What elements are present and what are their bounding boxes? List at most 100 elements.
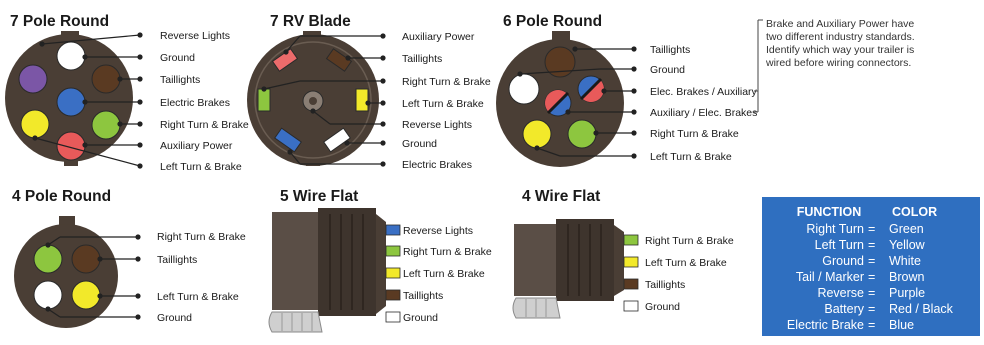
legend-color-6: Red / Black — [889, 302, 954, 316]
legend-function-6: Battery — [824, 302, 864, 316]
legend-equals-7: = — [868, 318, 875, 332]
five-flat-label-ground: Ground — [403, 312, 438, 324]
legend-color-5: Purple — [889, 286, 925, 300]
five-flat-housing-tip — [376, 214, 386, 314]
seven-pole-label-auxiliary: Auxiliary Power — [160, 140, 233, 152]
five-flat-title: 5 Wire Flat — [280, 188, 358, 205]
six-pole-label-taillights: Taillights — [650, 44, 690, 56]
five-flat-pin-reverse — [385, 224, 401, 236]
five-flat-label-left-turn: Left Turn & Brake — [403, 268, 485, 280]
seven-pole-title: 7 Pole Round — [10, 13, 109, 30]
legend-equals-3: = — [868, 254, 875, 268]
legend-function-header: FUNCTION — [797, 205, 862, 219]
four-flat-housing-tip — [614, 225, 624, 296]
four-pole-label-right-turn: Right Turn & Brake — [157, 231, 246, 243]
seven-pole-label-reverse: Reverse Lights — [160, 30, 230, 42]
four-flat-pin-taillights — [623, 278, 639, 290]
four-flat-pin-ground — [623, 300, 639, 312]
rv-blade-right-turn — [257, 88, 271, 112]
note-line-2: two different industry standards. — [766, 31, 915, 43]
legend-equals-5: = — [868, 286, 875, 300]
six-pole-pin-brakes-aux-left — [544, 89, 572, 117]
note-line-4: wired before wiring connectors. — [765, 57, 911, 69]
six-pole-label-right-turn: Right Turn & Brake — [650, 128, 739, 140]
rv-blade-title: 7 RV Blade — [270, 13, 351, 30]
six-pole-label-ground: Ground — [650, 64, 685, 76]
seven-rv-blade: 7 RV Blade Auxiliary Power Taillights Ri… — [247, 13, 491, 171]
five-flat-strain-relief — [268, 311, 323, 333]
legend-color-2: Yellow — [889, 238, 926, 252]
six-pole-key — [552, 31, 570, 41]
six-pole-pin-taillights — [544, 46, 576, 78]
legend-color-4: Brown — [889, 270, 924, 284]
legend-panel — [762, 197, 980, 336]
six-pole-label-left-turn: Left Turn & Brake — [650, 151, 732, 163]
seven-pole-pin-auxiliary — [56, 131, 86, 161]
rv-blade-label-right-turn: Right Turn & Brake — [402, 76, 491, 88]
seven-pole-pin-electric-brakes — [56, 87, 86, 117]
rv-blade-label-taillights: Taillights — [402, 53, 442, 65]
four-pole-title: 4 Pole Round — [12, 188, 111, 205]
five-flat-housing-left — [272, 212, 318, 310]
five-flat-housing-body — [318, 208, 376, 316]
four-flat-label-right-turn: Right Turn & Brake — [645, 235, 734, 247]
four-flat-label-ground: Ground — [645, 301, 680, 313]
legend-color-1: Green — [889, 222, 924, 236]
seven-pole-pin-right-turn — [91, 110, 121, 140]
six-pole-note-bracket — [754, 19, 763, 113]
rv-blade-center-hole — [309, 97, 317, 105]
rv-blade-label-left-turn: Left Turn & Brake — [402, 98, 484, 110]
four-pole-label-taillights: Taillights — [157, 254, 197, 266]
rv-blade-label-auxiliary: Auxiliary Power — [402, 31, 475, 43]
six-pole-label-elec-brakes-aux: Elec. Brakes / Auxiliary — [650, 86, 758, 98]
legend-function-1: Right Turn — [806, 222, 864, 236]
note-line-1: Brake and Auxiliary Power have — [766, 18, 914, 30]
seven-pole-label-taillights: Taillights — [160, 74, 200, 86]
five-flat-label-right-turn: Right Turn & Brake — [403, 246, 492, 258]
four-pole-label-left-turn: Left Turn & Brake — [157, 291, 239, 303]
four-pole-pin-taillights — [71, 244, 101, 274]
rv-blade-ground — [323, 127, 351, 153]
five-flat-pin-ground — [385, 311, 401, 323]
standards-note: Brake and Auxiliary Power have two diffe… — [765, 18, 915, 69]
six-pole-label-aux-elec-brakes: Auxiliary / Elec. Brakes — [650, 107, 757, 119]
four-flat-title: 4 Wire Flat — [522, 188, 600, 205]
five-flat-pin-taillights — [385, 289, 401, 301]
seven-pole-label-ground: Ground — [160, 52, 195, 64]
four-flat-housing-body — [556, 219, 614, 301]
five-flat-label-reverse: Reverse Lights — [403, 225, 473, 237]
four-pole-pin-left-turn — [71, 280, 101, 310]
rv-blade-left-turn — [355, 88, 369, 112]
legend-color-7: Blue — [889, 318, 914, 332]
legend-function-4: Tail / Marker — [796, 270, 864, 284]
legend-equals-6: = — [868, 302, 875, 316]
legend-equals-1: = — [868, 222, 875, 236]
seven-pole-pin-taillights — [91, 64, 121, 94]
four-pole-round: 4 Pole Round Right Turn & Brake Tailligh… — [12, 188, 246, 328]
seven-pole-label-right-turn: Right Turn & Brake — [160, 119, 249, 131]
five-flat-pin-left-turn — [385, 267, 401, 279]
rv-blade-electric-brakes — [274, 127, 302, 153]
legend-equals-4: = — [868, 270, 875, 284]
legend-function-5: Reverse — [817, 286, 864, 300]
six-pole-title: 6 Pole Round — [503, 13, 602, 30]
four-flat-label-taillights: Taillights — [645, 279, 685, 291]
color-legend: FUNCTION COLOR Right Turn = Green Left T… — [762, 197, 980, 336]
four-pole-pin-right-turn — [33, 244, 63, 274]
seven-pole-pin-reverse — [18, 64, 48, 94]
six-pole-pin-right-turn — [567, 119, 597, 149]
rv-blade-label-electric-brakes: Electric Brakes — [402, 159, 472, 171]
note-line-3: Identify which way your trailer is — [766, 44, 914, 56]
legend-function-3: Ground — [822, 254, 864, 268]
legend-color-3: White — [889, 254, 921, 268]
rv-blade-auxiliary — [271, 48, 299, 72]
seven-pole-pin-left-turn — [20, 109, 50, 139]
legend-color-header: COLOR — [892, 205, 937, 219]
four-flat-pin-left-turn — [623, 256, 639, 268]
four-pole-key — [59, 216, 75, 225]
five-wire-flat: 5 Wire Flat Reverse Lights Right Turn & … — [268, 188, 492, 333]
four-pole-body — [14, 224, 118, 328]
four-pole-pin-ground — [33, 280, 63, 310]
seven-pole-label-electric-brakes: Electric Brakes — [160, 97, 230, 109]
